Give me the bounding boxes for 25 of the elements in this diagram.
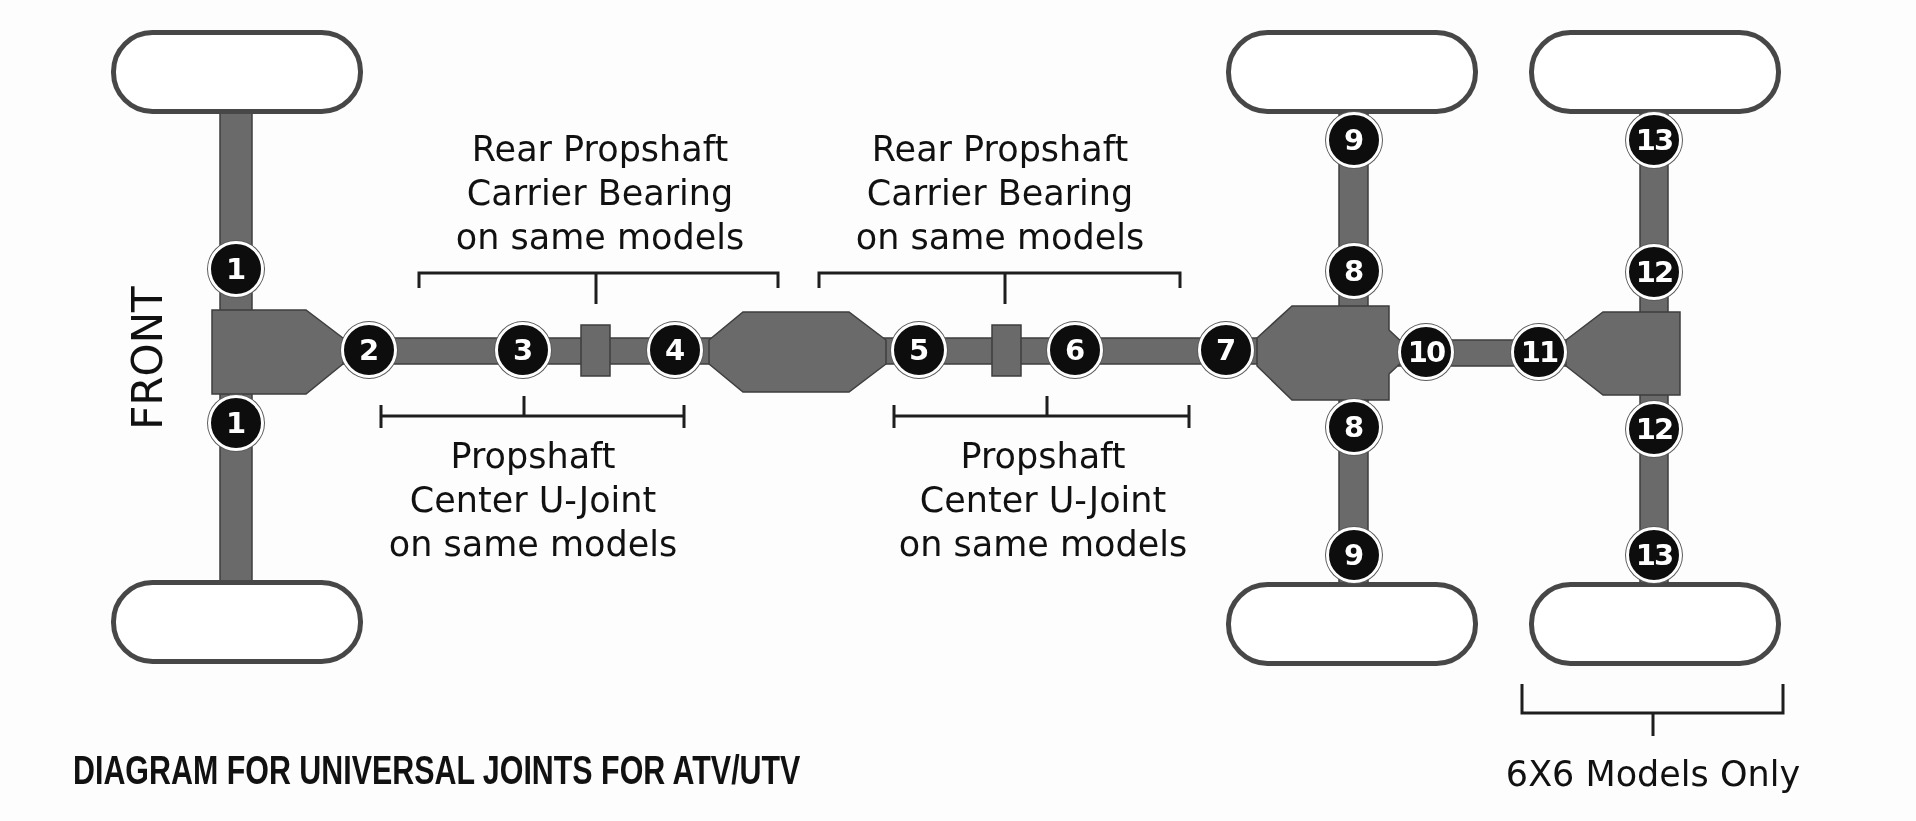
orientation-label: FRONT — [123, 286, 173, 430]
callout-number: 11 — [1511, 324, 1567, 380]
callout-number: 5 — [891, 322, 947, 378]
callout-number: 9 — [1326, 112, 1382, 168]
callout-number: 7 — [1198, 322, 1254, 378]
annotation-text: Propshaft Center U-Joint on same models — [388, 435, 678, 566]
callout-number: 13 — [1626, 112, 1682, 168]
callout-number: 1 — [208, 395, 264, 451]
diagram-title: DIAGRAM FOR UNIVERSAL JOINTS FOR ATV/UTV — [73, 750, 801, 790]
callout-number: 12 — [1626, 244, 1682, 300]
callout-number: 4 — [647, 322, 703, 378]
callout-number: 9 — [1326, 527, 1382, 583]
callout-number: 8 — [1326, 243, 1382, 299]
callout-number: 1 — [208, 241, 264, 297]
callout-number: 12 — [1626, 401, 1682, 457]
callout-number: 13 — [1626, 527, 1682, 583]
callout-number: 6 — [1047, 322, 1103, 378]
callout-number: 3 — [495, 322, 551, 378]
annotation-text: Propshaft Center U-Joint on same models — [898, 435, 1188, 566]
annotation-text: Rear Propshaft Carrier Bearing on same models — [455, 128, 745, 259]
callout-number: 10 — [1398, 324, 1454, 380]
annotation-text: Rear Propshaft Carrier Bearing on same models — [855, 128, 1145, 259]
annotation-text: 6X6 Models Only — [1505, 753, 1801, 795]
callout-number: 8 — [1326, 399, 1382, 455]
callout-number: 2 — [341, 322, 397, 378]
